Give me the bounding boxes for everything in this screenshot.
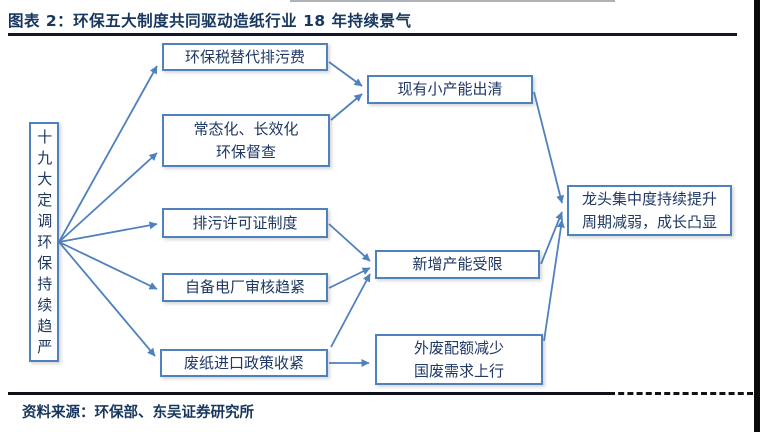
arrow-policy3-to-effect2	[328, 223, 371, 262]
node-policy-waste-import: 废纸进口政策收紧	[160, 349, 328, 377]
arrow-root-to-policy5	[58, 241, 156, 357]
arrow-root-to-policy2	[58, 152, 158, 243]
page-edge-top	[290, 0, 615, 2]
source-attribution: 资料来源：环保部、东吴证券研究所	[22, 405, 254, 421]
figure-title: 图表 2：环保五大制度共同驱动造纸行业 18 年持续景气	[8, 12, 412, 30]
arrow-policy5-to-effect2	[330, 273, 371, 348]
arrow-effect1-to-outcome	[533, 91, 565, 204]
arrow-root-to-policy1	[58, 65, 158, 243]
node-root-driver: 十九大定调环保持续趋严	[29, 122, 59, 362]
footer-divider-solid	[8, 392, 609, 395]
node-policy-inspection: 常态化、长效化 环保督查	[162, 114, 330, 167]
arrow-policy1-to-effect1	[328, 61, 363, 87]
arrow-policy4-to-effect2	[328, 267, 371, 289]
arrow-root-to-policy3	[58, 221, 158, 243]
node-policy-permit-system: 排污许可证制度	[162, 208, 328, 238]
node-policy-env-tax: 环保税替代排污费	[162, 43, 328, 71]
arrow-policy2-to-effect1	[330, 93, 363, 121]
arrow-root-to-policy4	[58, 241, 158, 290]
arrow-effect3-to-outcome	[543, 219, 565, 342]
title-divider	[8, 33, 737, 36]
node-effect-waste-quota: 外废配额减少 国废需求上行	[375, 334, 543, 385]
node-effect-small-capacity-exit: 现有小产能出清	[367, 75, 533, 104]
node-policy-captive-power: 自备电厂审核趋紧	[162, 273, 328, 302]
node-outcome-concentration: 龙头集中度持续提升 周期减弱，成长凸显	[567, 185, 732, 236]
node-effect-new-capacity-limit: 新增产能受限	[375, 250, 540, 279]
footer-divider-dashed	[609, 392, 753, 395]
page-edge-right	[754, 0, 760, 432]
faint-watermark	[575, 355, 745, 395]
